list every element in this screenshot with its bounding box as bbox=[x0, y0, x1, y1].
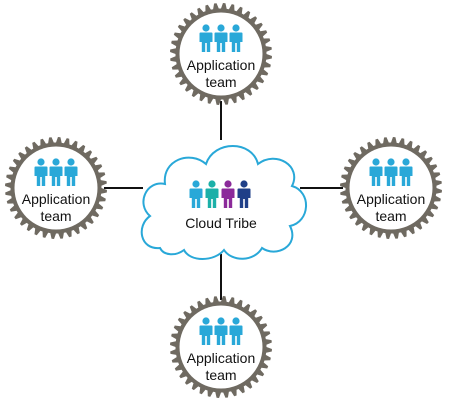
cloud-tribe-label: Cloud Tribe bbox=[185, 215, 257, 231]
team-people-icon bbox=[34, 158, 78, 186]
person-icon bbox=[34, 158, 48, 186]
team-people-icon bbox=[369, 158, 413, 186]
person-icon bbox=[399, 158, 413, 186]
person-icon bbox=[229, 24, 243, 52]
person-icon bbox=[369, 158, 383, 186]
person-icon bbox=[214, 24, 228, 52]
cloud-tribe-node: Cloud Tribe bbox=[140, 145, 307, 260]
team-label-line2: team bbox=[40, 208, 71, 224]
person-icon bbox=[237, 180, 251, 208]
team-label-line1: Application bbox=[187, 57, 256, 73]
connectors bbox=[104, 101, 343, 300]
team-label-line1: Application bbox=[22, 191, 91, 207]
person-icon bbox=[229, 317, 243, 345]
person-icon bbox=[214, 317, 228, 345]
team-label-line2: team bbox=[205, 367, 236, 383]
team-people-icon bbox=[199, 24, 243, 52]
team-label-line1: Application bbox=[357, 191, 426, 207]
team-nodes: ApplicationteamApplicationteamApplicatio… bbox=[5, 3, 442, 398]
person-icon bbox=[199, 317, 213, 345]
person-icon bbox=[205, 180, 219, 208]
person-icon bbox=[199, 24, 213, 52]
person-icon bbox=[221, 180, 235, 208]
team-label-line1: Application bbox=[187, 350, 256, 366]
person-icon bbox=[189, 180, 203, 208]
person-icon bbox=[384, 158, 398, 186]
tribe-people-icon bbox=[189, 180, 251, 208]
person-icon bbox=[64, 158, 78, 186]
team-label-line2: team bbox=[205, 74, 236, 90]
person-icon bbox=[49, 158, 63, 186]
team-label-line2: team bbox=[375, 208, 406, 224]
team-people-icon bbox=[199, 317, 243, 345]
